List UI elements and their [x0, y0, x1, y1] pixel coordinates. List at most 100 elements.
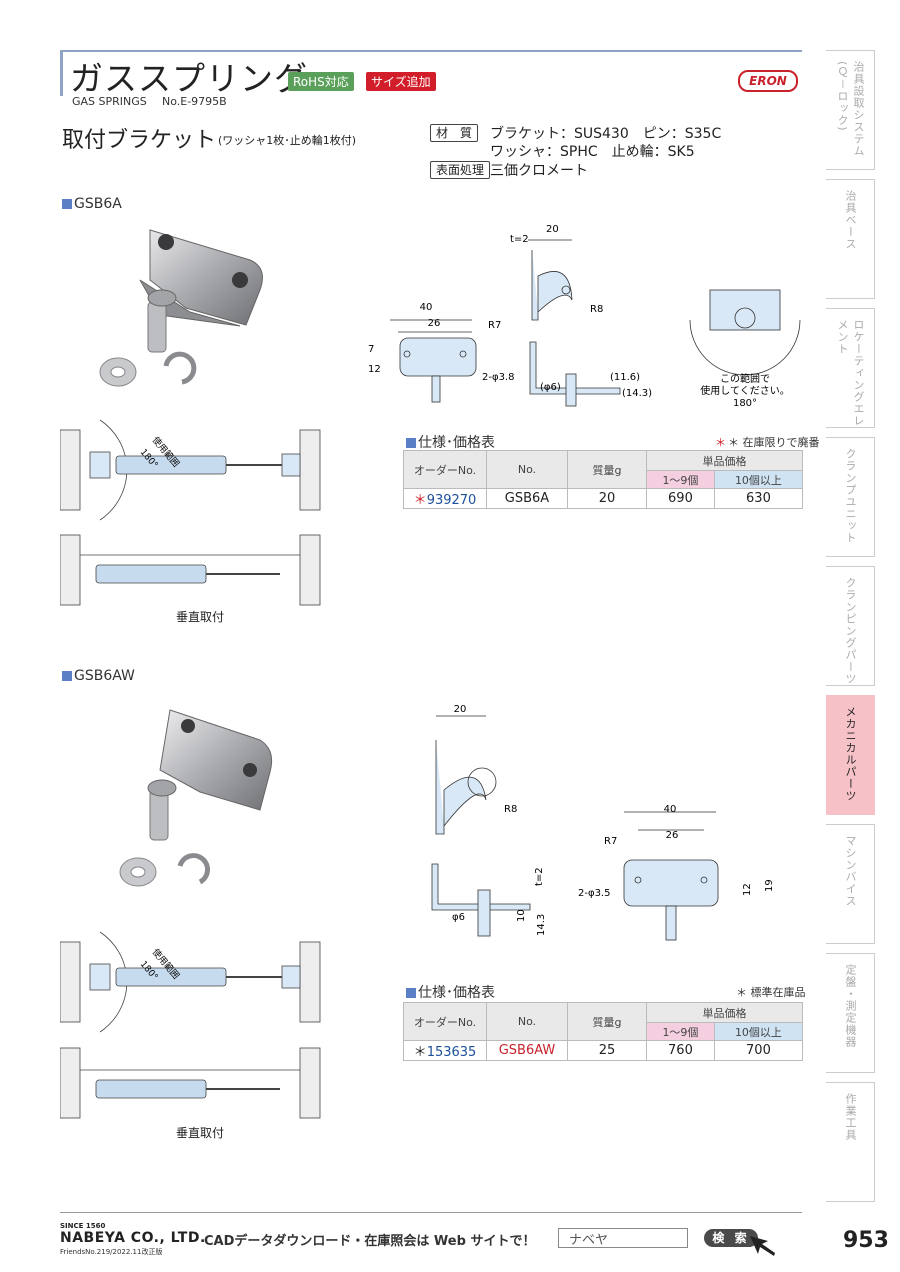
surface-value: 三価クロメート	[490, 163, 588, 179]
gsb6aw-mount-diagram: 使用範囲 180°	[60, 931, 321, 1119]
page-title: ガススプリング	[70, 59, 308, 98]
gsb6aw-dimension-drawing: 20 R8 t=2 φ6 10 14.3 40 26 R7 2-φ3.5 12 …	[431, 704, 775, 941]
dim2-pin6: φ6	[452, 912, 465, 923]
gsb6a-table-title: 仕様･価格表	[406, 432, 495, 452]
dim2-hole-35: 2-φ3.5	[578, 888, 610, 899]
dim-r8: R8	[590, 304, 603, 315]
gsb6a-table-note: ＊	[715, 436, 726, 449]
side-tab-tools[interactable]: 作業工具	[826, 1082, 875, 1202]
size-added-badge: サイズ追加	[366, 72, 436, 91]
dim-pin6: (φ6)	[540, 382, 561, 393]
cell-price-2-2: 700	[713, 1040, 804, 1061]
range-note-1: この範囲で	[720, 372, 770, 385]
dim2-t2: t=2	[534, 867, 545, 886]
cell-order-no[interactable]: ＊939270	[403, 488, 487, 509]
col-mass: 質量g	[567, 450, 647, 489]
material-line-1: ブラケット：SUS430 ピン：S35C	[490, 126, 722, 142]
company-logo: NABEYA CO., LTD.	[60, 1230, 206, 1246]
since-label: SINCE 1560	[60, 1222, 106, 1230]
section-gsb6aw-heading: GSB6AW	[62, 668, 135, 684]
side-tab-qlock[interactable]: 治具設取システム(Ｑ－ロック)	[826, 50, 875, 170]
gsb6aw-table-note: ＊ 標準在庫品	[736, 986, 806, 999]
gsb6aw-table-title: 仕様･価格表	[406, 982, 495, 1002]
cell-mass-2: 25	[567, 1040, 647, 1061]
col-order-no: オーダーNo.	[403, 450, 487, 489]
header-accent-bar	[60, 50, 63, 96]
cell-order-no-2[interactable]: ＊153635	[403, 1040, 487, 1061]
cell-mass: 20	[567, 488, 647, 509]
col-qty-10plus-2: 10個以上	[713, 1022, 804, 1041]
section-gsb6a-heading: GSB6A	[62, 196, 122, 212]
gsb6a-vertical-mount-caption: 垂直取付	[176, 610, 225, 624]
dim2-20: 20	[454, 704, 467, 715]
gsb6a-mount-diagram: 使用範囲 180°	[60, 419, 321, 606]
side-tab-surface-plate[interactable]: 定盤・測定機器	[826, 953, 875, 1073]
dim-hole-38: 2-φ3.8	[482, 372, 514, 383]
eron-logo: ERON	[738, 70, 798, 92]
dim-t2: t=2	[510, 234, 529, 245]
dim2-r8: R8	[504, 804, 517, 815]
cell-no-2: GSB6AW	[486, 1040, 568, 1061]
dim2-19: 19	[764, 879, 775, 892]
side-tab-clamp-unit[interactable]: クランプユニット	[826, 437, 875, 557]
col-order-no-2: オーダーNo.	[403, 1002, 487, 1041]
dim2-143: 14.3	[536, 914, 547, 936]
col-qty-10plus: 10個以上	[713, 470, 804, 489]
range-angle: 180°	[733, 398, 757, 409]
col-mass-2: 質量g	[567, 1002, 647, 1041]
rohs-badge: RoHS対応	[288, 72, 354, 91]
dim2-12: 12	[742, 883, 753, 896]
cell-no: GSB6A	[486, 488, 568, 509]
dim-40: 40	[420, 302, 433, 313]
gsb6aw-vertical-mount-caption: 垂直取付	[176, 1126, 225, 1140]
table-row: ＊939270 GSB6A 20 690 630	[403, 488, 804, 509]
material-label: 材 質	[430, 124, 479, 142]
page-title-en: GAS SPRINGS	[72, 95, 147, 108]
cursor-arrow-icon	[750, 1236, 775, 1256]
side-tab-clamping-parts[interactable]: クランピングパーツ	[826, 566, 875, 686]
col-no-2: No.	[486, 1002, 568, 1041]
side-tab-jig-base[interactable]: 治具ベース	[826, 179, 875, 299]
dim2-40: 40	[664, 804, 677, 815]
dim-143: (14.3)	[622, 388, 652, 399]
search-button[interactable]: 検 索	[704, 1229, 758, 1247]
dim-116: (11.6)	[610, 372, 640, 383]
dim-20: 20	[546, 224, 559, 235]
cell-price-1: 690	[646, 488, 715, 509]
footer-rule	[60, 1212, 802, 1213]
gsb6a-table-note-text: ＊ 在庫限りで廃番	[728, 436, 820, 449]
side-tab-machine-vise[interactable]: マシンバイス	[826, 824, 875, 944]
product-title: 取付ブラケット	[62, 128, 217, 153]
surface-label: 表面処理	[430, 161, 491, 179]
side-tab-locating[interactable]: ロケーティングエレメント	[826, 308, 875, 428]
dim-12: 12	[368, 364, 381, 375]
cad-download-note: CADデータダウンロード・在庫照会は Web サイトで！	[204, 1234, 536, 1249]
material-line-2: ワッシャ：SPHC 止め輪：SK5	[490, 144, 695, 160]
col-qty-1-9-2: 1～9個	[646, 1022, 715, 1041]
side-tab-mechanical-parts[interactable]: メカニカルパーツ	[826, 695, 875, 815]
dim-7: 7	[368, 344, 374, 355]
col-unit-price: 単品価格	[646, 450, 803, 471]
col-qty-1-9: 1～9個	[646, 470, 715, 489]
catalog-number: No.E-9795B	[162, 95, 227, 108]
dim2-r7: R7	[604, 836, 617, 847]
col-unit-price-2: 単品価格	[646, 1002, 803, 1023]
dim2-26: 26	[666, 830, 679, 841]
gsb6aw-price-table: オーダーNo. No. 質量g 単品価格 1～9個 10個以上 ＊153635 …	[403, 1002, 804, 1061]
dim2-10: 10	[516, 909, 527, 922]
gsb6aw-photo	[119, 709, 273, 887]
friends-number: FriendsNo.219/2022.11改正版	[60, 1248, 163, 1256]
cell-price-2: 630	[713, 488, 804, 509]
gsb6a-dimension-drawing: 40 26 R7 12 7 2-φ3.8 t=2 20 R8 (φ6) (11.…	[368, 224, 801, 409]
table-row: ＊153635 GSB6AW 25 760 700	[403, 1040, 804, 1061]
product-note: (ワッシャ1枚･止め輪1枚付)	[218, 134, 357, 147]
gsb6a-photo	[99, 229, 263, 387]
page-number: 953	[843, 1228, 889, 1253]
dim-26: 26	[428, 318, 441, 329]
range-note-2: 使用してください。	[700, 384, 789, 397]
search-input[interactable]	[558, 1228, 688, 1248]
col-no: No.	[486, 450, 568, 489]
dim-r7: R7	[488, 320, 501, 331]
gsb6a-price-table: オーダーNo. No. 質量g 単品価格 1～9個 10個以上 ＊939270 …	[403, 450, 804, 509]
header-rule	[60, 50, 802, 52]
